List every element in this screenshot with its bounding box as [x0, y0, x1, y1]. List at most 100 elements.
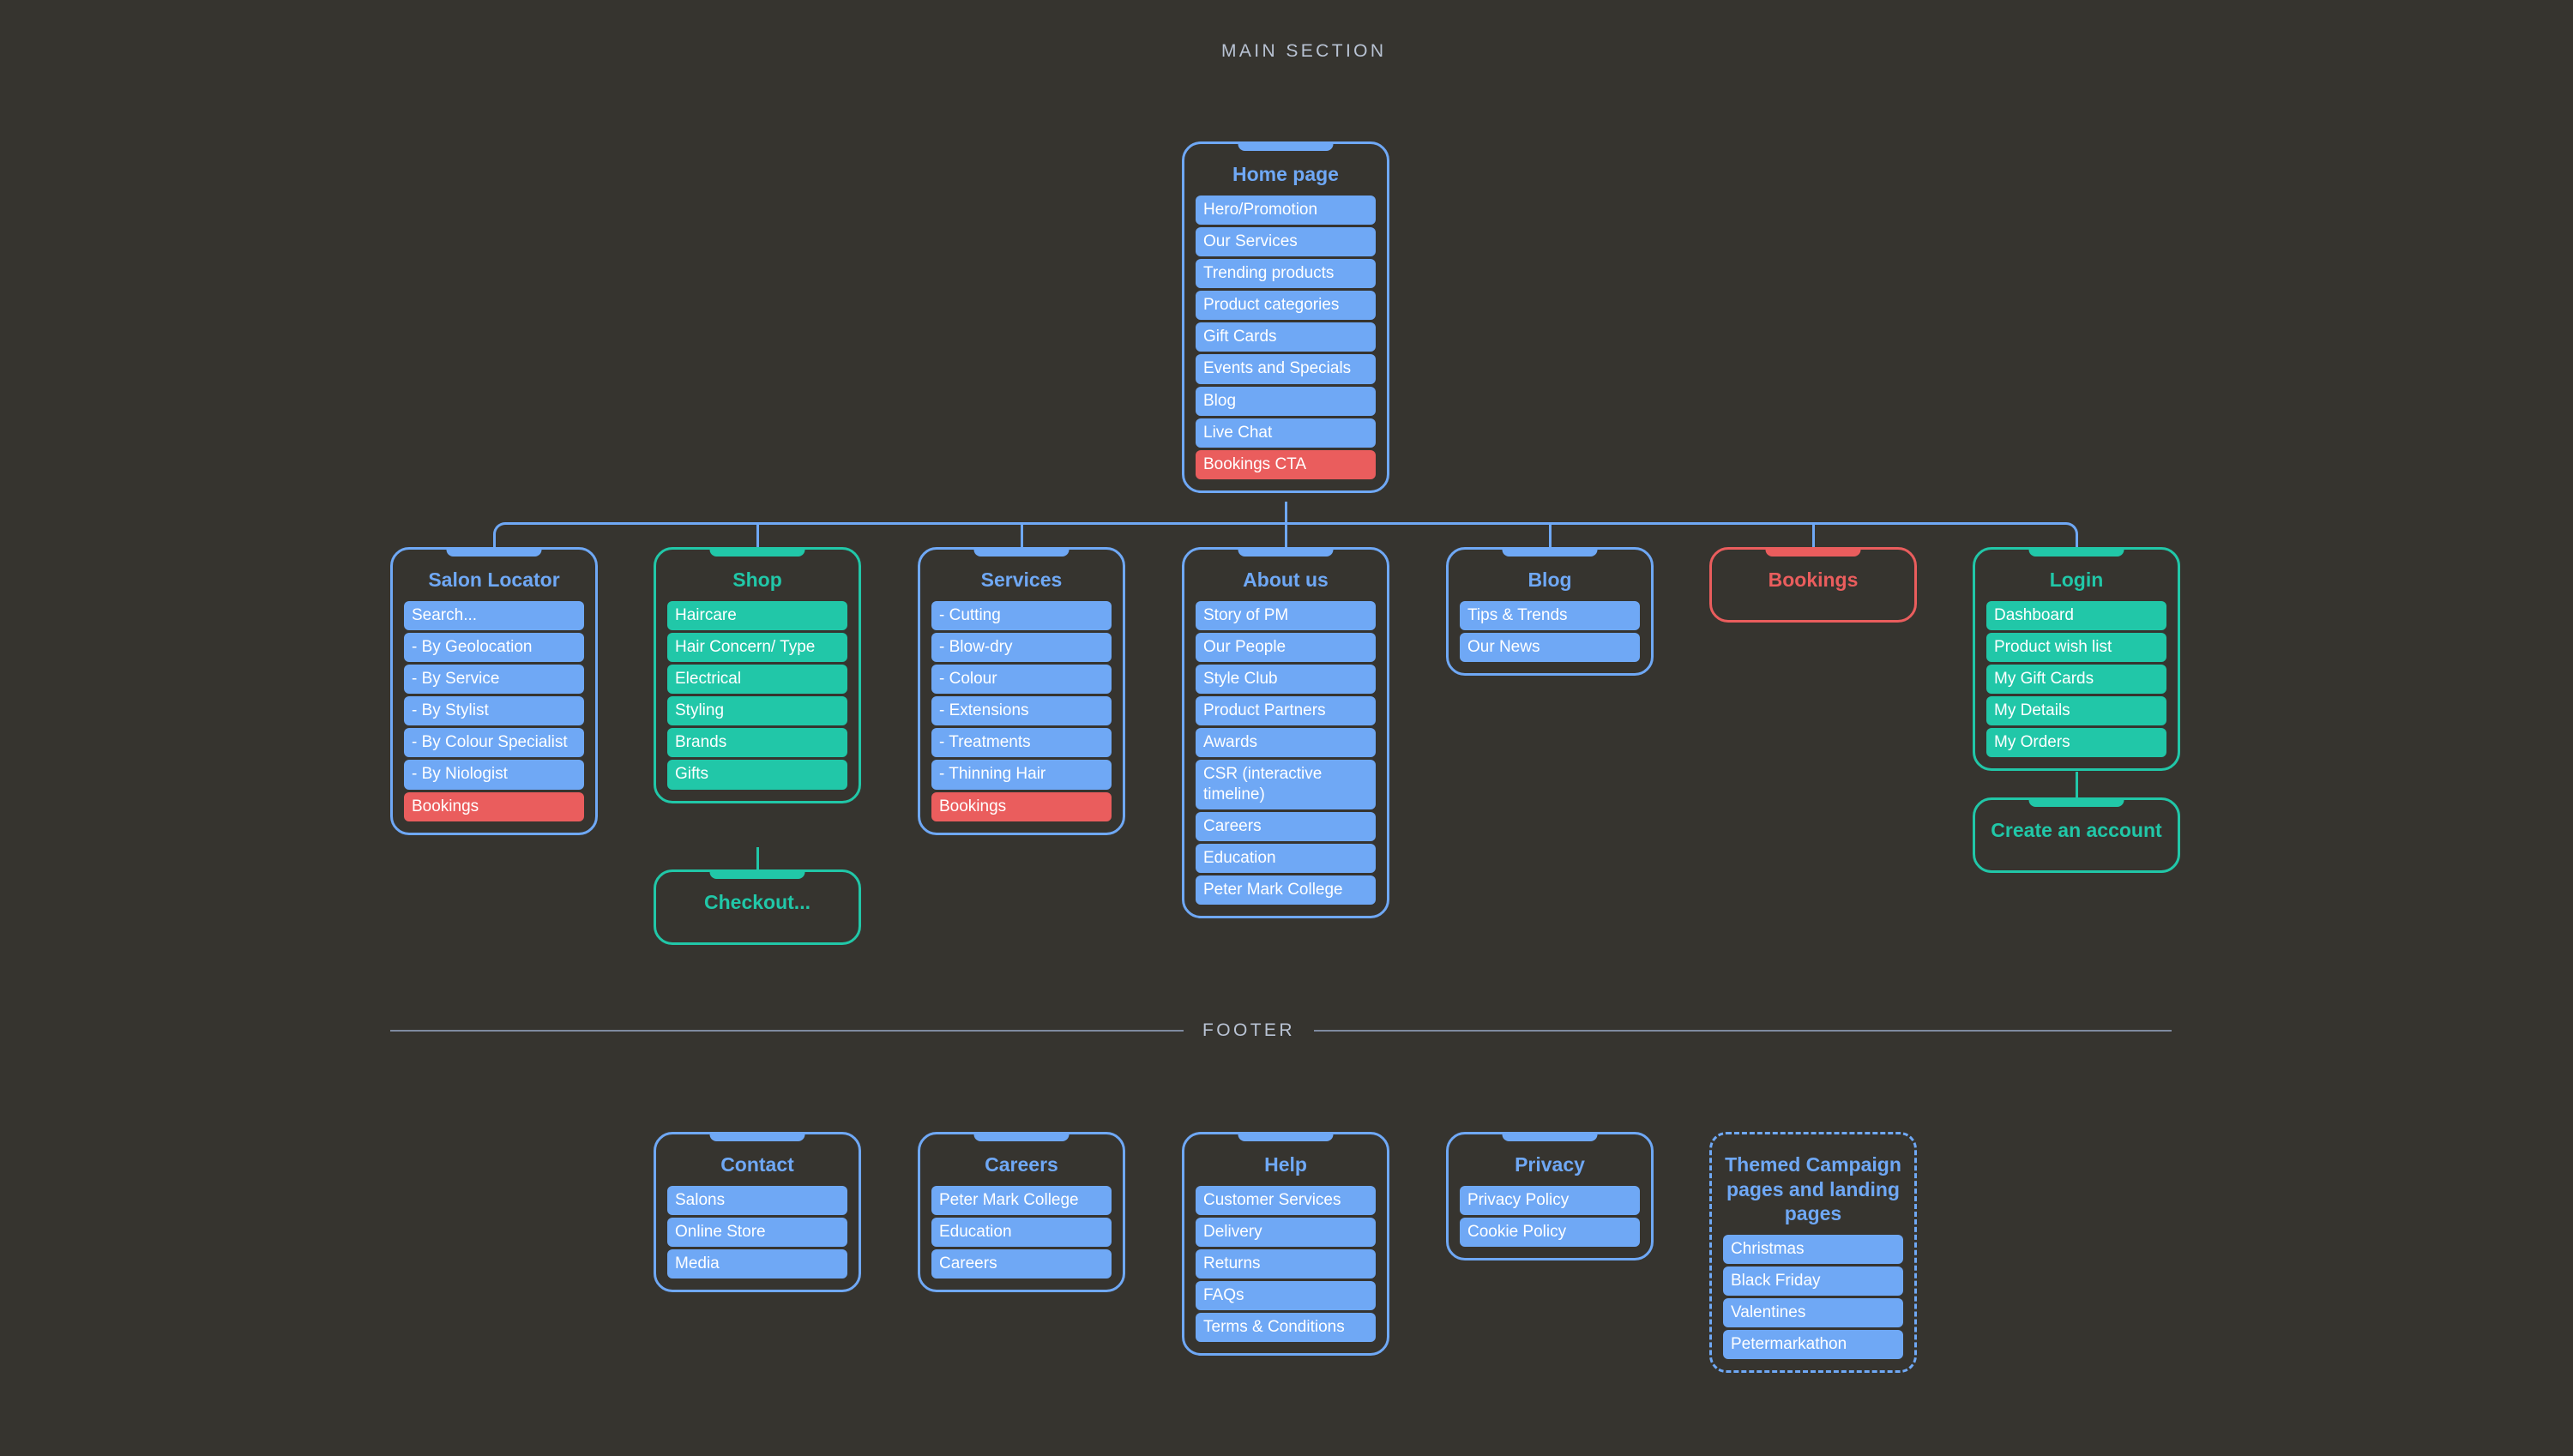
card-row-by-stylist[interactable]: - By Stylist [404, 696, 584, 726]
node-card-create-an-account[interactable]: Create an account [1973, 797, 2180, 873]
card-row-terms-conditions[interactable]: Terms & Conditions [1196, 1313, 1376, 1343]
card-row-privacy-policy[interactable]: Privacy Policy [1460, 1185, 1640, 1215]
card-row-online-store[interactable]: Online Store [667, 1217, 847, 1247]
card-row-product-categories[interactable]: Product categories [1196, 291, 1376, 321]
footer-divider: FOOTER [390, 1020, 2183, 1041]
card-row-brands[interactable]: Brands [667, 728, 847, 758]
card-row-blow-dry[interactable]: - Blow-dry [931, 632, 1112, 662]
card-row-customer-services[interactable]: Customer Services [1196, 1185, 1376, 1215]
card-notch-icon [973, 1132, 1070, 1141]
card-row-media[interactable]: Media [667, 1248, 847, 1279]
card-row-bookings[interactable]: Bookings [931, 791, 1112, 821]
card-title: Services [980, 569, 1063, 591]
card-row-by-niologist[interactable]: - By Niologist [404, 760, 584, 790]
card-row-blog[interactable]: Blog [1196, 386, 1376, 416]
card-row-peter-mark-college[interactable]: Peter Mark College [1196, 875, 1376, 905]
card-row-styling[interactable]: Styling [667, 696, 847, 726]
card-row-bookings-cta[interactable]: Bookings CTA [1196, 449, 1376, 480]
card-row-cutting[interactable]: - Cutting [931, 600, 1112, 630]
card-row-returns[interactable]: Returns [1196, 1248, 1376, 1279]
card-notch-icon [1502, 1132, 1598, 1141]
card-row-education[interactable]: Education [1196, 843, 1376, 874]
card-row-events-and-specials[interactable]: Events and Specials [1196, 354, 1376, 384]
card-row-by-service[interactable]: - By Service [404, 664, 584, 695]
card-row-faqs[interactable]: FAQs [1196, 1281, 1376, 1311]
card-title: Themed Campaign pages and landing pages [1725, 1153, 1901, 1225]
connector-vertical [1285, 502, 1287, 524]
card-row-my-orders[interactable]: My Orders [1986, 728, 2166, 758]
card-row-my-gift-cards[interactable]: My Gift Cards [1986, 664, 2166, 695]
card-notch-icon [973, 547, 1070, 557]
card-row-style-club[interactable]: Style Club [1196, 664, 1376, 695]
card-notch-icon [2028, 547, 2124, 557]
card-row-awards[interactable]: Awards [1196, 728, 1376, 758]
card-row-extensions[interactable]: - Extensions [931, 696, 1112, 726]
card-row-our-services[interactable]: Our Services [1196, 226, 1376, 256]
footer-section-label: FOOTER [1202, 1020, 1295, 1040]
card-row-delivery[interactable]: Delivery [1196, 1217, 1376, 1247]
card-row-hair-concern-type[interactable]: Hair Concern/ Type [667, 632, 847, 662]
node-card-services[interactable]: Services - Cutting- Blow-dry- Colour- Ext… [918, 547, 1125, 835]
card-title: Privacy [1515, 1153, 1585, 1176]
card-row-dashboard[interactable]: Dashboard [1986, 600, 2166, 630]
card-notch-icon [1502, 547, 1598, 557]
node-card-bookings[interactable]: Bookings [1709, 547, 1917, 623]
card-row-treatments[interactable]: - Treatments [931, 728, 1112, 758]
card-row-by-geolocation[interactable]: - By Geolocation [404, 632, 584, 662]
card-row-our-news[interactable]: Our News [1460, 632, 1640, 662]
card-row-haircare[interactable]: Haircare [667, 600, 847, 630]
card-row-bookings[interactable]: Bookings [404, 791, 584, 821]
card-row-gift-cards[interactable]: Gift Cards [1196, 322, 1376, 352]
connector-bus [493, 522, 2078, 548]
card-row-black-friday[interactable]: Black Friday [1723, 1266, 1903, 1296]
card-row-by-colour-specialist[interactable]: - By Colour Specialist [404, 728, 584, 758]
card-row-live-chat[interactable]: Live Chat [1196, 418, 1376, 448]
card-title: Login [2049, 569, 2104, 591]
card-row-trending-products[interactable]: Trending products [1196, 258, 1376, 289]
card-title: Checkout... [704, 891, 810, 913]
card-row-search[interactable]: Search... [404, 600, 584, 630]
card-row-product-wish-list[interactable]: Product wish list [1986, 632, 2166, 662]
card-row-salons[interactable]: Salons [667, 1185, 847, 1215]
card-row-careers[interactable]: Careers [1196, 811, 1376, 841]
card-row-product-partners[interactable]: Product Partners [1196, 696, 1376, 726]
card-row-colour[interactable]: - Colour [931, 664, 1112, 695]
card-row-careers[interactable]: Careers [931, 1248, 1112, 1279]
card-row-electrical[interactable]: Electrical [667, 664, 847, 695]
card-row-peter-mark-college[interactable]: Peter Mark College [931, 1185, 1112, 1215]
card-row-story-of-pm[interactable]: Story of PM [1196, 600, 1376, 630]
card-row-gifts[interactable]: Gifts [667, 760, 847, 790]
card-row-christmas[interactable]: Christmas [1723, 1234, 1903, 1264]
card-row-our-people[interactable]: Our People [1196, 632, 1376, 662]
card-row-valentines[interactable]: Valentines [1723, 1297, 1903, 1328]
card-title: Contact [720, 1153, 794, 1176]
card-row-my-details[interactable]: My Details [1986, 696, 2166, 726]
card-row-cookie-policy[interactable]: Cookie Policy [1460, 1217, 1640, 1247]
card-row-csr-interactive-timeline[interactable]: CSR (interactive timeline) [1196, 760, 1376, 809]
card-row-petermarkathon[interactable]: Petermarkathon [1723, 1330, 1903, 1360]
node-card-checkout[interactable]: Checkout... [654, 869, 861, 945]
card-row-list: - Cutting- Blow-dry- Colour- Extensions-… [931, 600, 1112, 821]
card-row-thinning-hair[interactable]: - Thinning Hair [931, 760, 1112, 790]
card-row-tips-trends[interactable]: Tips & Trends [1460, 600, 1640, 630]
card-row-hero-promotion[interactable]: Hero/Promotion [1196, 195, 1376, 225]
card-title: Careers [985, 1153, 1058, 1176]
card-row-education[interactable]: Education [931, 1217, 1112, 1247]
